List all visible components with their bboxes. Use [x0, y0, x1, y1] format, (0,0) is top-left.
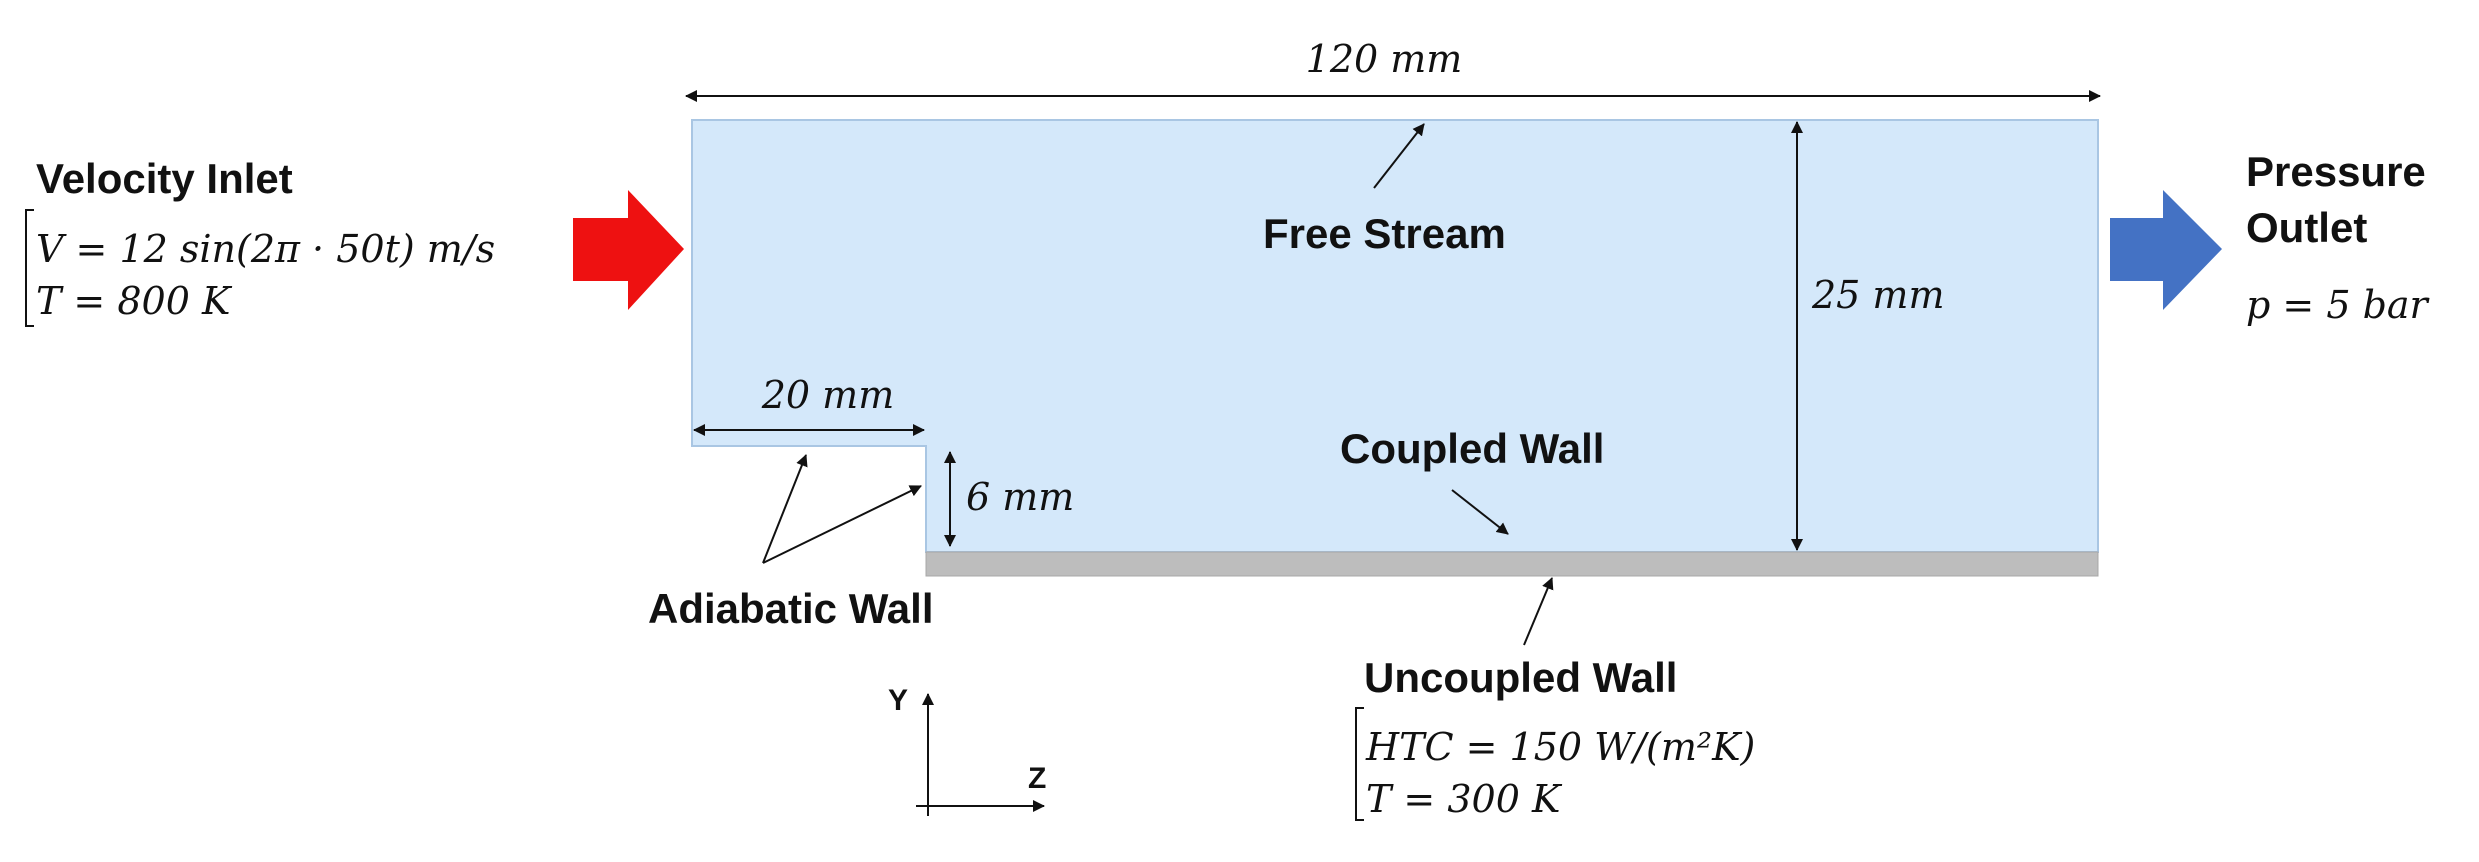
y-axis-label: Y — [888, 684, 908, 717]
uncoupled-wall-label: Uncoupled Wall — [1364, 654, 1677, 701]
width-dimension-label: 120 mm — [1306, 37, 1463, 81]
outlet-title-line-2: Outlet — [2246, 204, 2367, 251]
outlet-arrow-icon — [2110, 190, 2222, 310]
adiabatic-wall-pointer-2 — [762, 485, 922, 564]
inlet-temperature: T = 800 K — [36, 279, 233, 323]
inlet-velocity: V = 12 sin(2π · 50t) m/s — [36, 227, 495, 271]
uncoupled-wall-htc: HTC = 150 W/(m²K) — [1365, 725, 1755, 769]
outlet-title-line-1: Pressure — [2246, 148, 2426, 195]
uncoupled-wall-pointer — [1523, 577, 1554, 646]
adiabatic-wall-pointer-1 — [762, 454, 808, 564]
height-dimension-label: 25 mm — [1811, 273, 1945, 317]
inlet-title: Velocity Inlet — [36, 155, 293, 202]
free-stream-label: Free Stream — [1263, 210, 1506, 257]
step-length-dimension-label: 20 mm — [761, 373, 895, 417]
fluid-domain — [691, 119, 2099, 553]
outlet-pressure: p = 5 bar — [2246, 283, 2431, 327]
step-height-dimension-label: 6 mm — [966, 475, 1074, 519]
inlet-arrow-icon — [573, 190, 684, 310]
free-stream-pointer — [1373, 123, 1425, 189]
coupled-wall-pointer — [1451, 489, 1509, 535]
z-axis-label: Z — [1028, 762, 1046, 795]
coupled-wall-label: Coupled Wall — [1340, 425, 1604, 472]
uncoupled-wall-temperature: T = 300 K — [1366, 777, 1563, 821]
inlet-brace — [25, 209, 34, 327]
adiabatic-wall-label: Adiabatic Wall — [648, 585, 934, 632]
uncoupled-wall-strip — [925, 551, 2099, 577]
uncoupled-wall-brace — [1355, 707, 1364, 821]
